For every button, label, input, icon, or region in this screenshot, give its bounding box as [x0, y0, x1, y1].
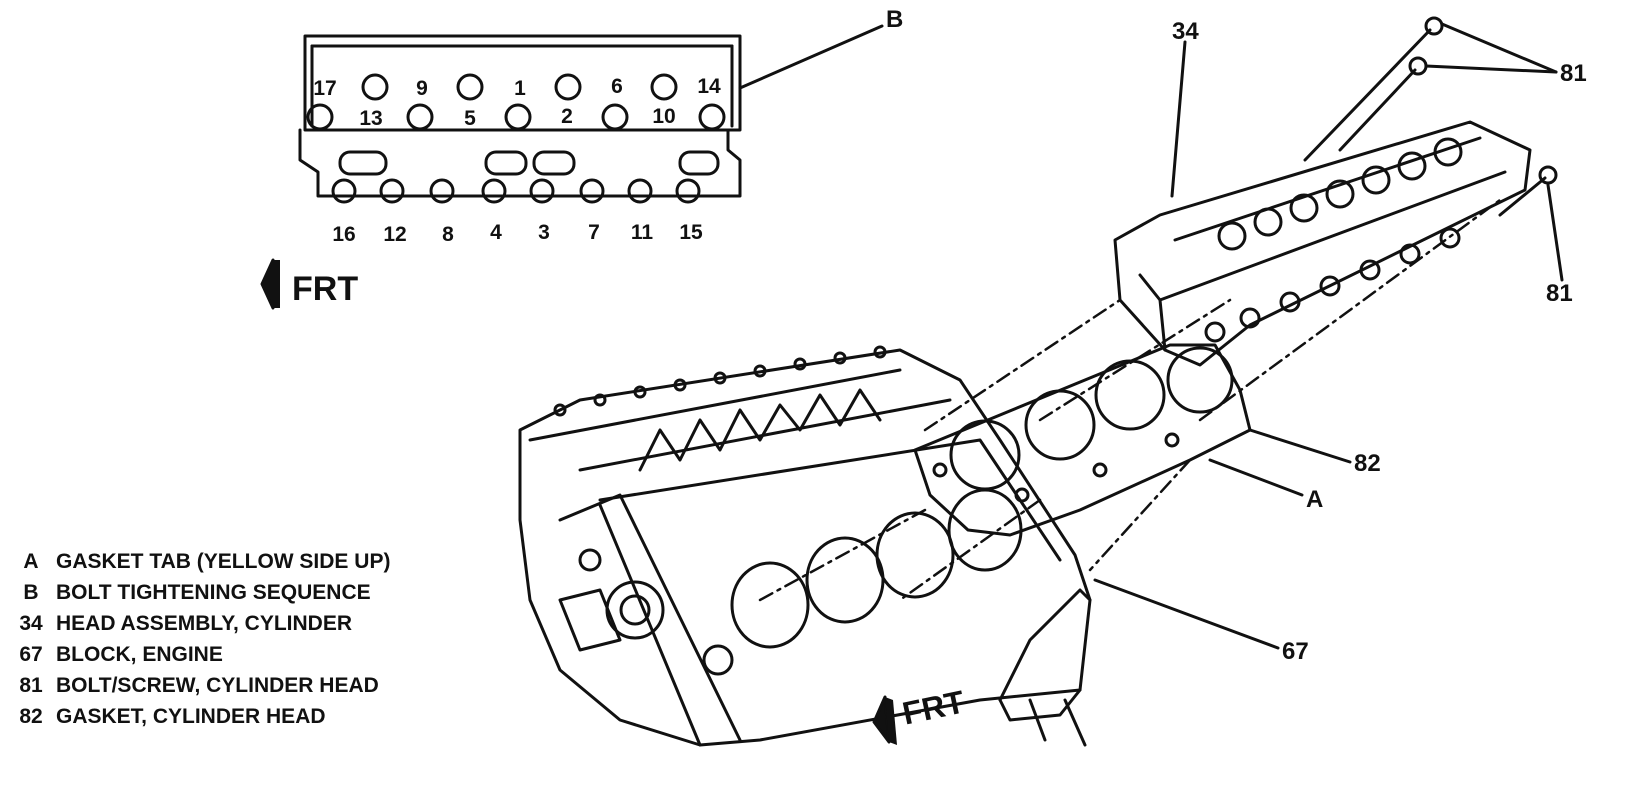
cylinder-head-assembly [1113, 120, 1532, 367]
legend-text: BLOCK, ENGINE [56, 642, 223, 666]
callout-b: B [886, 6, 904, 33]
seq-11: 11 [630, 221, 654, 244]
legend-key: A [23, 549, 39, 573]
seq-16: 16 [332, 223, 356, 246]
legend-text: GASKET TAB (YELLOW SIDE UP) [56, 549, 391, 573]
head-bolts [1303, 16, 1558, 217]
seq-9: 9 [416, 77, 428, 100]
front-arrow-icon [260, 258, 275, 310]
legend-text: BOLT TIGHTENING SEQUENCE [56, 580, 371, 604]
seq-3: 3 [538, 221, 550, 244]
legend: A GASKET TAB (YELLOW SIDE UP) B BOLT TIG… [6, 546, 390, 732]
legend-key: 81 [19, 673, 43, 697]
seq-1: 1 [514, 77, 526, 100]
seq-6: 6 [611, 75, 623, 98]
legend-row: 67 BLOCK, ENGINE [6, 639, 390, 670]
seq-2: 2 [561, 105, 573, 128]
seq-10: 10 [652, 105, 676, 128]
head-gasket [913, 343, 1252, 537]
seq-5: 5 [464, 107, 476, 130]
callout-81-top: 81 [1560, 60, 1587, 87]
callout-34: 34 [1172, 18, 1199, 45]
legend-row: B BOLT TIGHTENING SEQUENCE [6, 577, 390, 608]
callout-82: 82 [1354, 450, 1381, 477]
callout-a: A [1306, 486, 1324, 513]
callout-67: 67 [1282, 638, 1309, 665]
seq-15: 15 [679, 221, 703, 244]
engine-block [518, 345, 1092, 747]
legend-row: 81 BOLT/SCREW, CYLINDER HEAD [6, 670, 390, 701]
callout-81-right: 81 [1546, 280, 1573, 307]
legend-key: 67 [19, 642, 43, 666]
legend-row: 82 GASKET, CYLINDER HEAD [6, 701, 390, 732]
legend-key: B [23, 580, 39, 604]
legend-text: HEAD ASSEMBLY, CYLINDER [56, 611, 352, 635]
seq-14: 14 [697, 75, 721, 98]
legend-text: GASKET, CYLINDER HEAD [56, 704, 326, 728]
legend-text: BOLT/SCREW, CYLINDER HEAD [56, 673, 379, 697]
head-top-view [298, 34, 742, 204]
legend-key: 34 [19, 611, 43, 635]
seq-17: 17 [313, 77, 337, 100]
seq-12: 12 [383, 223, 407, 246]
seq-4: 4 [490, 221, 502, 244]
frt-label-upper: FRT [292, 270, 359, 308]
seq-13: 13 [359, 107, 383, 130]
legend-row: 34 HEAD ASSEMBLY, CYLINDER [6, 608, 390, 639]
seq-8: 8 [442, 223, 454, 246]
legend-key: 82 [19, 704, 43, 728]
legend-row: A GASKET TAB (YELLOW SIDE UP) [6, 546, 390, 577]
seq-7: 7 [588, 221, 600, 244]
